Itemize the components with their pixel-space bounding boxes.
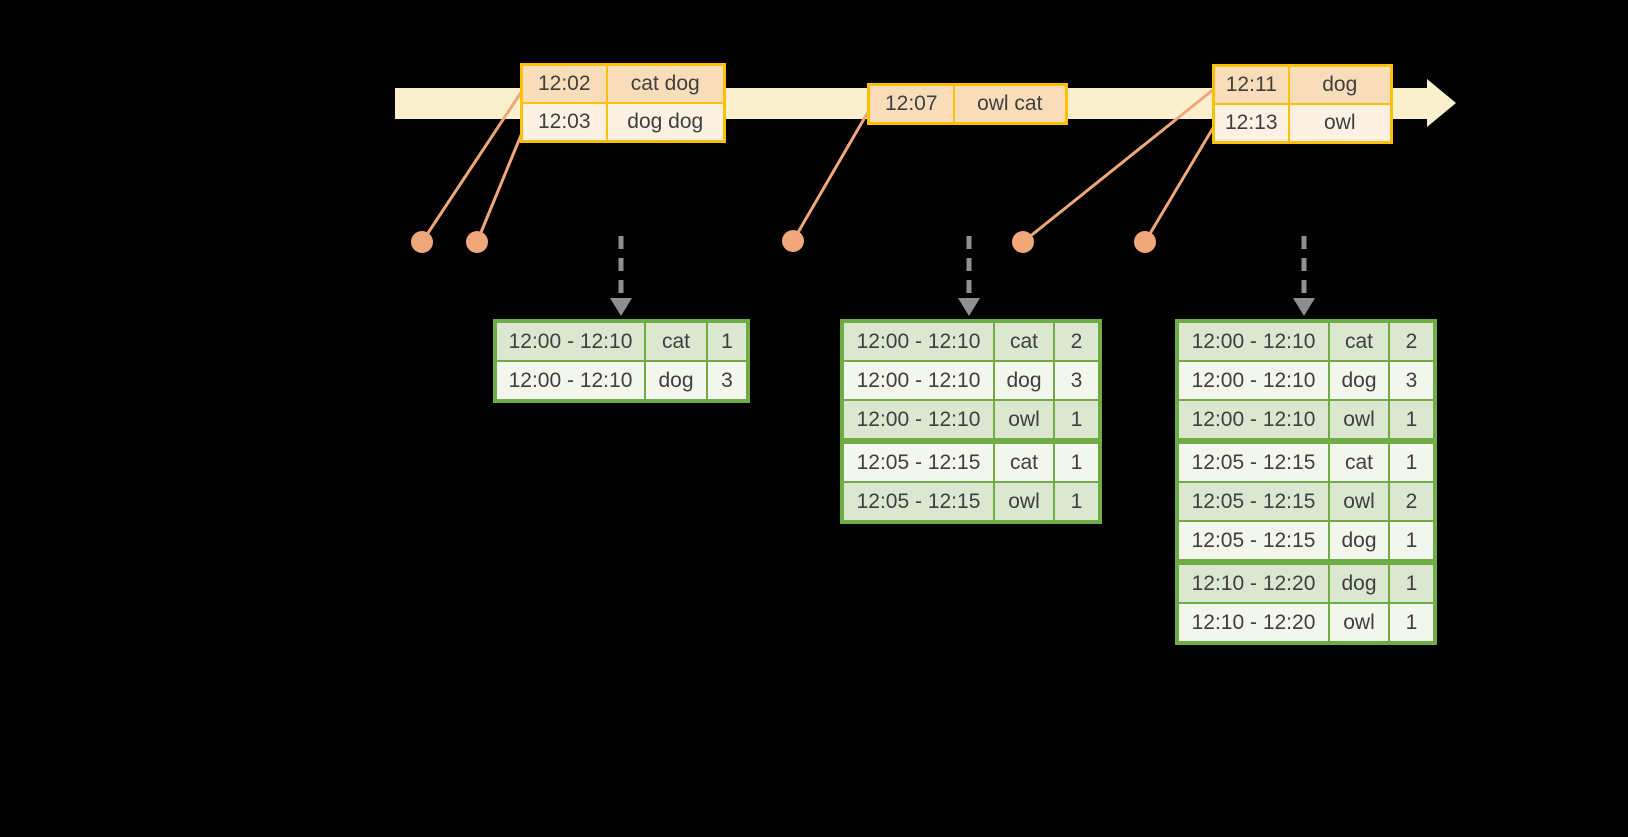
- word-cell: owl: [1328, 481, 1390, 522]
- word-cell: dog: [1328, 561, 1390, 604]
- result-row: 12:00 - 12:10 dog 3: [841, 360, 1101, 401]
- event-time-cell: 12:13: [1212, 103, 1290, 144]
- event-row: 12:03 dog dog: [520, 102, 726, 143]
- event-words-cell: owl cat: [952, 83, 1068, 125]
- result-row: 12:00 - 12:10 owl 1: [841, 399, 1101, 444]
- word-cell: cat: [993, 440, 1055, 483]
- timeline-arrowhead-icon: [1427, 79, 1456, 127]
- event-time-cell: 12:07: [867, 83, 955, 125]
- window-cell: 12:00 - 12:10: [494, 360, 646, 402]
- word-cell: cat: [644, 320, 708, 362]
- result-table-2: 12:00 - 12:10 cat 2 12:00 - 12:10 dog 3 …: [840, 319, 1102, 524]
- word-cell: owl: [993, 481, 1055, 523]
- connector-line: [475, 126, 526, 244]
- result-table-1: 12:00 - 12:10 cat 1 12:00 - 12:10 dog 3: [493, 319, 750, 403]
- connector-line: [791, 110, 870, 243]
- result-row: 12:05 - 12:15 cat 1: [1176, 440, 1436, 483]
- window-cell: 12:05 - 12:15: [1176, 440, 1330, 483]
- count-cell: 1: [1053, 399, 1101, 444]
- window-cell: 12:00 - 12:10: [841, 320, 995, 362]
- window-cell: 12:00 - 12:10: [1176, 399, 1330, 444]
- event-dot: [466, 231, 488, 253]
- count-cell: 1: [1388, 561, 1436, 604]
- word-cell: dog: [1328, 520, 1390, 565]
- word-cell: owl: [1328, 602, 1390, 644]
- event-row: 12:07 owl cat: [867, 83, 1068, 125]
- window-cell: 12:00 - 12:10: [841, 399, 995, 444]
- event-dot: [782, 230, 804, 252]
- count-cell: 3: [706, 360, 749, 402]
- event-time-cell: 12:02: [520, 63, 608, 104]
- window-cell: 12:05 - 12:15: [841, 440, 995, 483]
- event-time-cell: 12:03: [520, 102, 608, 143]
- count-cell: 1: [1388, 602, 1436, 644]
- window-cell: 12:05 - 12:15: [1176, 520, 1330, 565]
- count-cell: 1: [1388, 520, 1436, 565]
- result-row: 12:00 - 12:10 owl 1: [1176, 399, 1436, 444]
- event-dot: [411, 231, 433, 253]
- window-cell: 12:00 - 12:10: [1176, 360, 1330, 401]
- word-cell: dog: [644, 360, 708, 402]
- result-row: 12:00 - 12:10 cat 2: [841, 320, 1101, 362]
- result-row: 12:00 - 12:10 cat 2: [1176, 320, 1436, 362]
- window-cell: 12:05 - 12:15: [841, 481, 995, 523]
- count-cell: 2: [1388, 481, 1436, 522]
- count-cell: 1: [706, 320, 749, 362]
- event-time-cell: 12:11: [1212, 64, 1290, 105]
- count-cell: 3: [1053, 360, 1101, 401]
- result-row: 12:10 - 12:20 dog 1: [1176, 561, 1436, 604]
- result-row: 12:05 - 12:15 cat 1: [841, 440, 1101, 483]
- word-cell: cat: [1328, 440, 1390, 483]
- word-cell: dog: [993, 360, 1055, 401]
- result-row: 12:05 - 12:15 dog 1: [1176, 520, 1436, 565]
- event-words-cell: dog dog: [605, 102, 726, 143]
- result-row: 12:00 - 12:10 dog 3: [494, 360, 749, 402]
- event-table-2: 12:07 owl cat: [867, 83, 1068, 125]
- count-cell: 1: [1053, 481, 1101, 523]
- event-row: 12:02 cat dog: [520, 63, 726, 104]
- window-cell: 12:00 - 12:10: [841, 360, 995, 401]
- dashed-arrow-head-icon: [610, 298, 632, 316]
- result-row: 12:05 - 12:15 owl 2: [1176, 481, 1436, 522]
- result-table-3: 12:00 - 12:10 cat 2 12:00 - 12:10 dog 3 …: [1175, 319, 1437, 645]
- event-words-cell: cat dog: [605, 63, 726, 104]
- count-cell: 2: [1388, 320, 1436, 362]
- count-cell: 1: [1053, 440, 1101, 483]
- dashed-arrow-head-icon: [958, 298, 980, 316]
- connector-line: [1143, 126, 1215, 244]
- word-cell: owl: [993, 399, 1055, 444]
- window-cell: 12:10 - 12:20: [1176, 561, 1330, 604]
- result-row: 12:10 - 12:20 owl 1: [1176, 602, 1436, 644]
- result-row: 12:00 - 12:10 cat 1: [494, 320, 749, 362]
- dashed-arrow-head-icon: [1293, 298, 1315, 316]
- event-row: 12:11 dog: [1212, 64, 1393, 105]
- event-table-1: 12:02 cat dog 12:03 dog dog: [520, 63, 726, 143]
- event-table-3: 12:11 dog 12:13 owl: [1212, 64, 1393, 144]
- count-cell: 1: [1388, 440, 1436, 483]
- window-cell: 12:05 - 12:15: [1176, 481, 1330, 522]
- word-cell: owl: [1328, 399, 1390, 444]
- event-dot: [1012, 231, 1034, 253]
- word-cell: cat: [1328, 320, 1390, 362]
- event-words-cell: owl: [1287, 103, 1393, 144]
- count-cell: 1: [1388, 399, 1436, 444]
- event-words-cell: dog: [1287, 64, 1393, 105]
- event-dot: [1134, 231, 1156, 253]
- window-cell: 12:00 - 12:10: [1176, 320, 1330, 362]
- count-cell: 2: [1053, 320, 1101, 362]
- window-cell: 12:00 - 12:10: [494, 320, 646, 362]
- word-cell: dog: [1328, 360, 1390, 401]
- result-row: 12:00 - 12:10 dog 3: [1176, 360, 1436, 401]
- result-row: 12:05 - 12:15 owl 1: [841, 481, 1101, 523]
- count-cell: 3: [1388, 360, 1436, 401]
- window-cell: 12:10 - 12:20: [1176, 602, 1330, 644]
- word-cell: cat: [993, 320, 1055, 362]
- event-row: 12:13 owl: [1212, 103, 1393, 144]
